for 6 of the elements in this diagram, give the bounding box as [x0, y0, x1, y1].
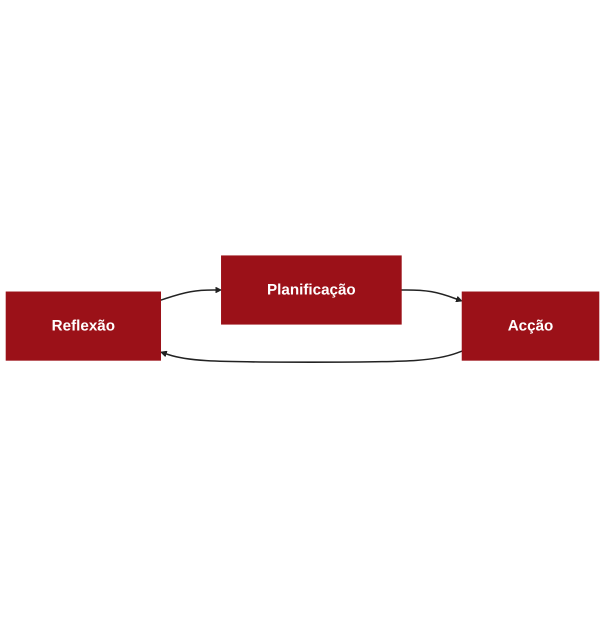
node-box: Acção	[462, 292, 600, 361]
arrow	[160, 286, 222, 301]
arrow	[401, 289, 462, 302]
arrow	[160, 350, 462, 363]
node-box: Reflexão	[6, 292, 161, 361]
node-box: Planificação	[221, 255, 402, 325]
